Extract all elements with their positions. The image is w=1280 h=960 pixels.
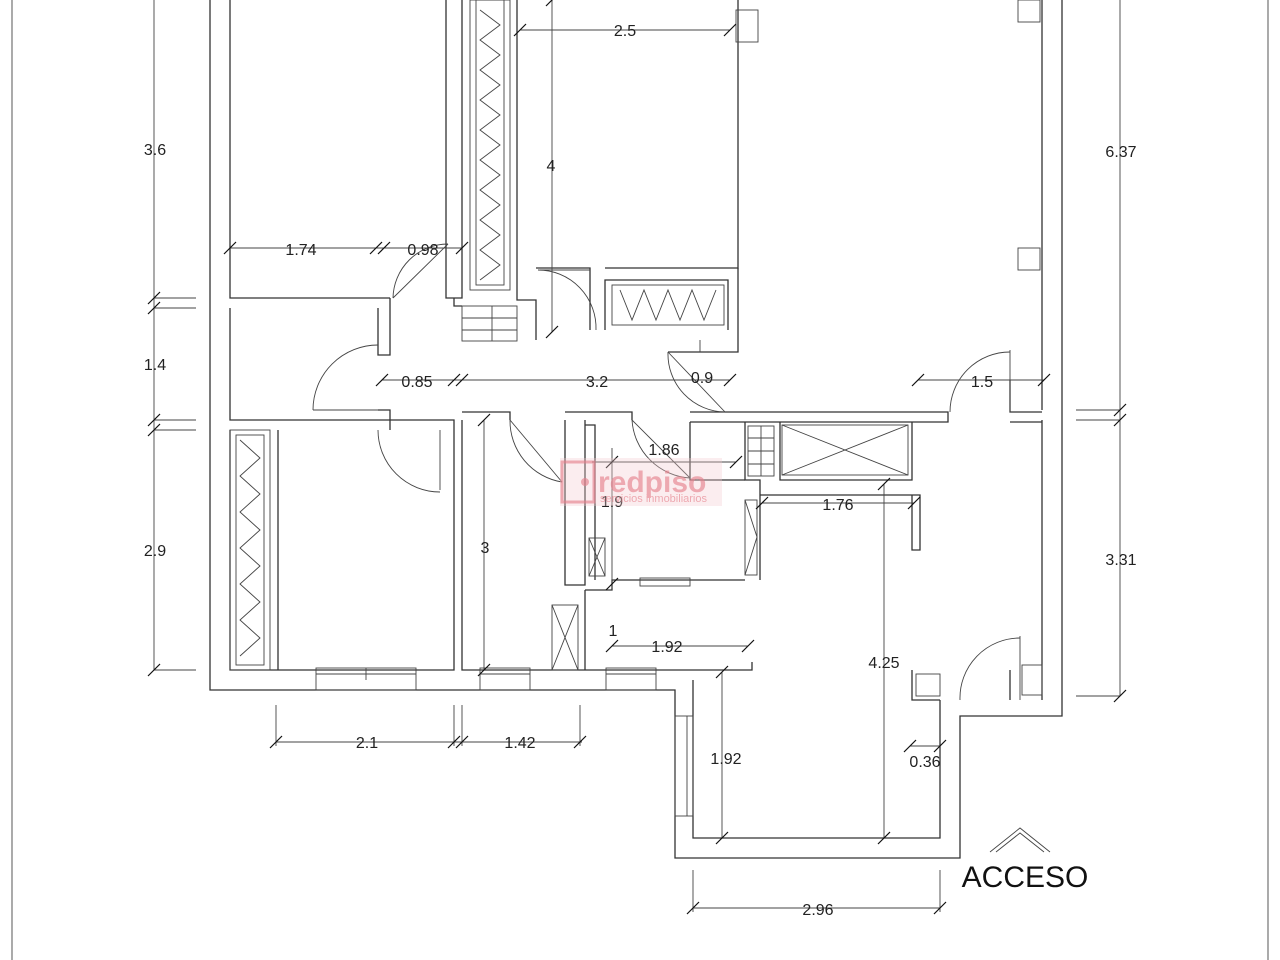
dim-right-bottom: 3.31 (1105, 552, 1136, 569)
dim-bath-1-86: 1.86 (648, 442, 679, 459)
dim-room-b-depth: 4 (547, 158, 556, 175)
dim-door-1-5: 1.5 (971, 374, 993, 391)
dim-kitchen-1-76: 1.76 (822, 497, 853, 514)
dim-bottom-1-42: 1.42 (504, 735, 535, 752)
dim-0-36: 0.36 (909, 754, 940, 771)
windows (315, 0, 1043, 817)
interior-walls (377, 0, 1042, 701)
dim-bottom-2-96: 2.96 (802, 902, 833, 919)
dimension-lines (153, 0, 1121, 912)
dim-door-0-9: 0.9 (691, 370, 713, 387)
dim-bath-1-9: 1.9 (601, 494, 623, 511)
dim-bottom-2-1: 2.1 (356, 735, 378, 752)
closets (229, 0, 909, 671)
dim-closet-width: 0.98 (407, 242, 438, 259)
doors (312, 243, 1021, 701)
dim-1: 1 (609, 623, 618, 640)
watermark: redpiso servicios inmobiliarios (560, 458, 722, 506)
dim-room-c-3: 3 (481, 540, 490, 557)
outer-walls (209, 0, 1063, 859)
dimension-ticks (147, 0, 1127, 915)
page-border (11, 0, 1269, 960)
dim-left-mid: 1.4 (144, 357, 166, 374)
dim-1-92-side: 1.92 (710, 751, 741, 768)
dim-left-top: 3.6 (144, 142, 166, 159)
access-arrow-icon (989, 827, 1051, 853)
dim-room-b-width: 2.5 (614, 23, 636, 40)
dim-1-92-top: 1.92 (651, 639, 682, 656)
watermark-brand: redpiso (598, 466, 706, 499)
dim-room-a-width: 1.74 (285, 242, 316, 259)
access-arrow-inner (995, 832, 1045, 853)
dim-left-bottom: 2.9 (144, 543, 166, 560)
dim-hall-0-85: 0.85 (401, 374, 432, 391)
watermark-tagline: servicios inmobiliarios (600, 493, 707, 505)
dim-hall-3-2: 3.2 (586, 374, 608, 391)
dim-4-25: 4.25 (868, 655, 899, 672)
dim-right-top: 6.37 (1105, 144, 1136, 161)
access-label: ACCESO (962, 861, 1089, 894)
